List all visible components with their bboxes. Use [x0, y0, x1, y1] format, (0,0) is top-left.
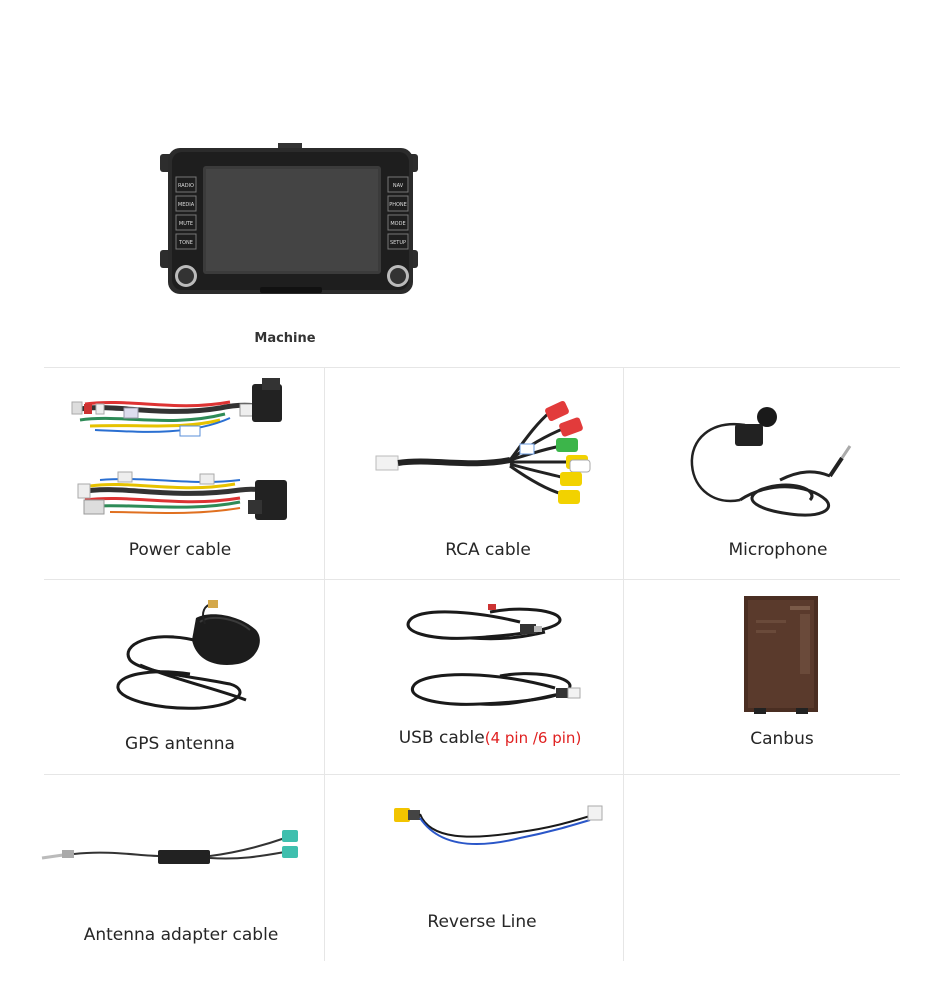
usb-cable-title: USB cable [398, 728, 485, 748]
btn-mute-label: MUTE [179, 221, 193, 227]
power-cable-label: Power cable [128, 540, 232, 560]
canbus-image [744, 596, 818, 714]
grid-line-row2 [44, 579, 900, 580]
reverse-line-label: Reverse Line [427, 912, 537, 932]
btn-tone-label: TONE [178, 240, 193, 246]
rca-cable-label: RCA cable [445, 540, 531, 560]
gps-antenna-image [116, 600, 260, 710]
grid-line-top [44, 367, 900, 368]
microphone-label: Microphone [728, 540, 828, 560]
grid-line-row3 [44, 774, 900, 775]
antenna-adapter-image [41, 830, 298, 864]
rca-cable-image [375, 400, 591, 504]
btn-nav-label: NAV [393, 183, 404, 189]
usb-cable-image [406, 604, 581, 706]
power-cable-image [71, 378, 287, 520]
microphone-image [690, 407, 852, 517]
gps-antenna-label: GPS antenna [125, 734, 235, 754]
btn-radio-label: RADIO [178, 183, 194, 189]
machine-image: RADIO MEDIA MUTE TONE NAV PHONE MODE SET… [160, 143, 418, 294]
machine-label: Machine [254, 331, 316, 346]
canbus-label: Canbus [750, 729, 814, 749]
reverse-line-image [394, 805, 603, 845]
antenna-adapter-label: Antenna adapter cable [83, 925, 279, 945]
usb-cable-pin-note: (4 pin /6 pin) [484, 729, 582, 747]
usb-cable-label: USB cable(4 pin /6 pin) [360, 728, 620, 748]
btn-setup-label: SETUP [390, 240, 406, 246]
btn-media-label: MEDIA [178, 202, 195, 208]
btn-phone-label: PHONE [389, 202, 407, 208]
grid-line-col2 [623, 367, 624, 961]
btn-mode-label: MODE [390, 221, 405, 227]
grid-line-col1 [324, 367, 325, 961]
